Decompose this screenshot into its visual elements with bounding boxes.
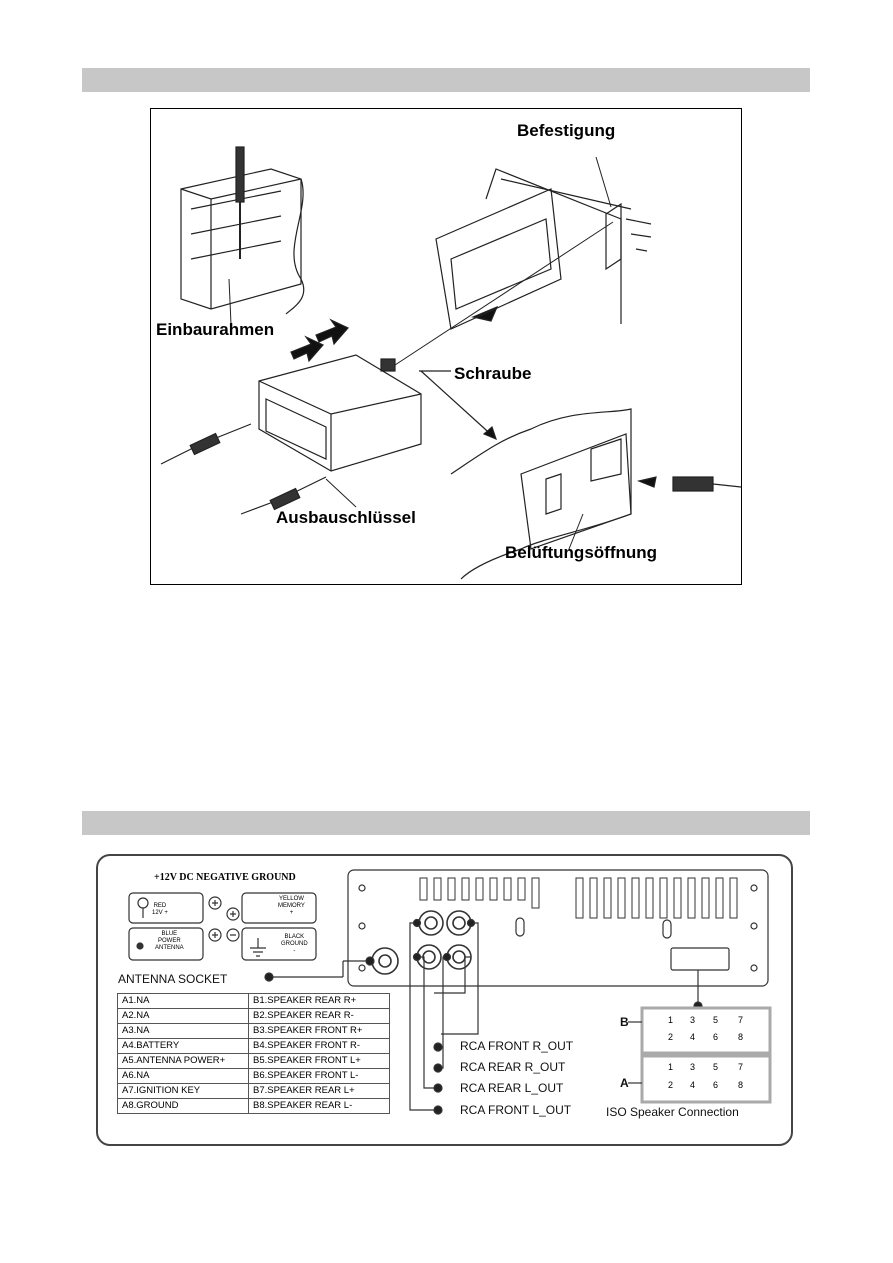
- iso-a-pin-5: 5: [713, 1062, 719, 1072]
- iso-a-pin-1: 1: [668, 1062, 674, 1072]
- rca-front-l-label: RCA FRONT L_OUT: [460, 1103, 572, 1117]
- section-header-bar-1: [82, 68, 810, 92]
- iso-a-pin-6: 6: [713, 1080, 719, 1090]
- iso-b-pin-8: 8: [738, 1032, 744, 1042]
- rca-rear-l-label: RCA REAR L_OUT: [460, 1081, 564, 1095]
- connector-b-label: B: [620, 1015, 629, 1029]
- installation-drawing: [160, 146, 741, 580]
- section-header-bar-2: [82, 811, 810, 835]
- rca-rear-r-label: RCA REAR R_OUT: [460, 1060, 566, 1074]
- connector-a-label: A: [620, 1076, 629, 1090]
- installation-diagram: Befestigung Einbaurahmen Schraube Ausbau…: [150, 108, 742, 585]
- label-einbaurahmen: Einbaurahmen: [156, 320, 275, 339]
- iso-a-pin-4: 4: [690, 1080, 696, 1090]
- rca-front-r-label: RCA FRONT R_OUT: [460, 1039, 574, 1053]
- wiring-drawing: [128, 869, 772, 1115]
- iso-b-pin-1: 1: [668, 1015, 674, 1025]
- iso-b-pin-6: 6: [713, 1032, 719, 1042]
- table-row: A5.ANTENNA POWER+B5.SPEAKER FRONT L+: [117, 1053, 390, 1069]
- label-befestigung: Befestigung: [517, 121, 616, 140]
- label-belueftungsoeffnung: Belüftungsöffnung: [505, 543, 658, 562]
- iso-a-pin-3: 3: [690, 1062, 696, 1072]
- label-ausbauschluessel: Ausbauschlüssel: [276, 508, 416, 527]
- iso-a-pin-7: 7: [738, 1062, 744, 1072]
- wiring-title: +12V DC NEGATIVE GROUND: [154, 872, 296, 883]
- label-schraube: Schraube: [454, 364, 532, 383]
- iso-speaker-connection-label: ISO Speaker Connection: [606, 1105, 739, 1119]
- iso-b-pin-2: 2: [668, 1032, 674, 1042]
- iso-a-pin-8: 8: [738, 1080, 744, 1090]
- iso-b-pin-5: 5: [713, 1015, 719, 1025]
- iso-b-pin-3: 3: [690, 1015, 696, 1025]
- iso-b-pin-7: 7: [738, 1015, 744, 1025]
- iso-a-pin-2: 2: [668, 1080, 674, 1090]
- iso-b-pin-4: 4: [690, 1032, 696, 1042]
- antenna-socket-label: ANTENNA SOCKET: [118, 972, 228, 986]
